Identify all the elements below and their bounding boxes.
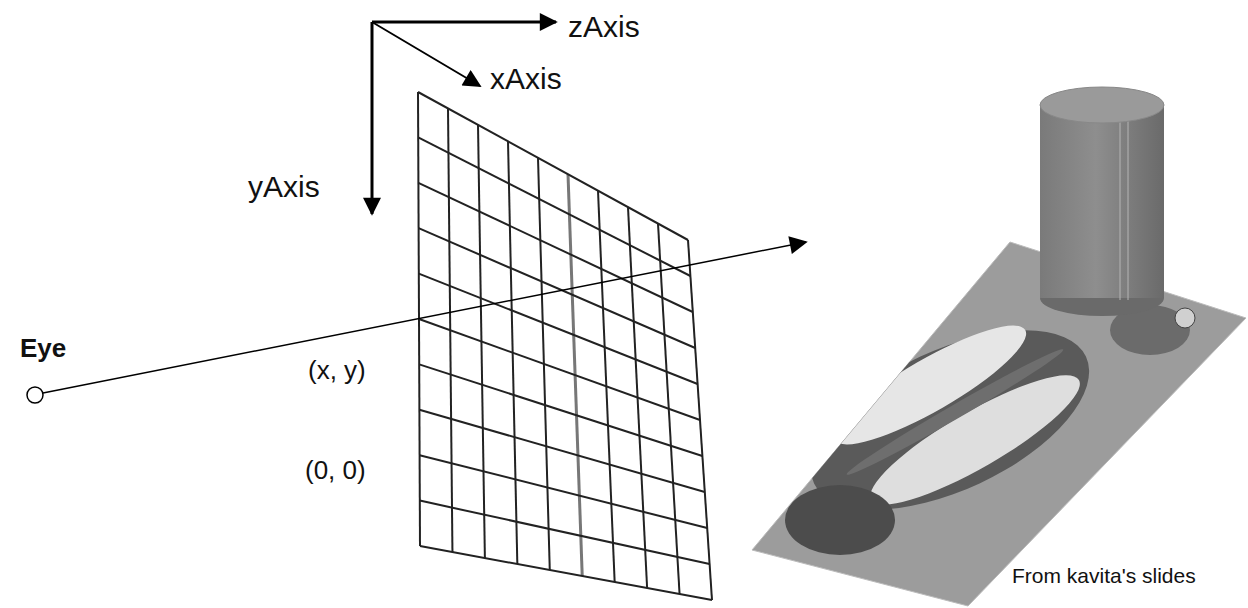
axis-label: yAxis [248,170,320,203]
z-axis [372,21,556,24]
grid-line [419,228,696,348]
texture-patch [843,343,1067,480]
cylinder-body [1040,105,1164,298]
feather-shape [857,356,1093,524]
grid-line [419,364,702,456]
eye-label: Eye [20,334,66,363]
textured-plane [752,242,1246,606]
grid-line [420,546,712,600]
scene [752,87,1246,606]
x-axis [372,22,480,86]
coordinate-label: (x, y) [308,356,366,385]
coordinate-label: (0, 0) [305,456,366,485]
eye-point [27,387,43,403]
grid-line [419,410,704,492]
cylinder-top [1040,87,1164,123]
grid-line [418,137,690,276]
pixel-grid [418,92,712,600]
plane-texture [784,293,1195,555]
axis-label: xAxis [490,62,562,95]
source-note: From kavita's slides [1012,564,1196,587]
grid-line [420,455,708,528]
grid-line [418,92,688,240]
grid-line [418,183,692,312]
view-ray [43,242,806,393]
y-axis [371,22,374,214]
grid-line [419,274,698,384]
axis-label: zAxis [568,10,640,43]
cylinder-highlight [1128,110,1129,300]
texture-patch [785,485,895,555]
cylinder-highlight [1120,110,1121,300]
texture-patch [1175,308,1195,328]
grid-line [419,319,700,420]
